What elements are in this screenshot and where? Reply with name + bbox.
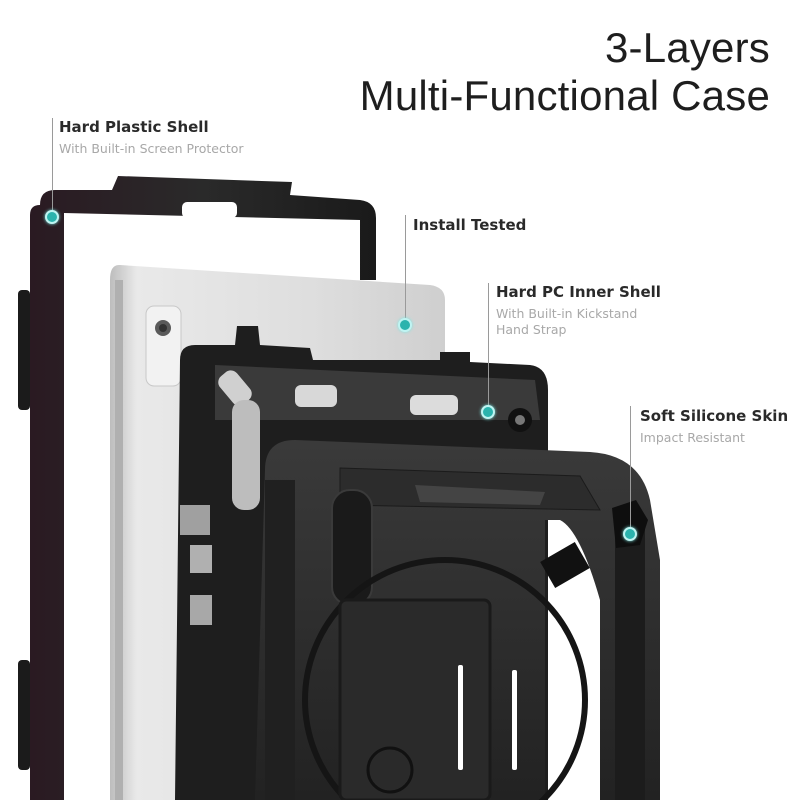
callout-subtext: Hand Strap (496, 322, 567, 337)
callout-marker-icon (481, 405, 495, 419)
leader-line (405, 215, 406, 321)
callout-marker-icon (45, 210, 59, 224)
callout-subtext: With Built-in Screen Protector (59, 141, 244, 156)
callout-subtext: With Built-in Kickstand (496, 306, 638, 321)
leader-line (630, 406, 631, 530)
callout-label: Soft Silicone Skin (640, 407, 789, 425)
leader-line (488, 283, 489, 408)
hard-plastic-shell-layer (18, 176, 376, 800)
callout-subtext: Impact Resistant (640, 430, 745, 445)
callout-marker-icon (623, 527, 637, 541)
headline-line-1: 3-Layers (604, 24, 770, 71)
soft-silicone-skin-layer (255, 440, 660, 800)
headline: 3-Layers Multi-Functional Case (360, 24, 770, 120)
callout-label: Hard Plastic Shell (59, 118, 209, 136)
callout-marker-icon (398, 318, 412, 332)
headline-line-2: Multi-Functional Case (359, 72, 770, 119)
callout-label: Install Tested (413, 216, 527, 234)
leader-line (52, 118, 53, 213)
callout-label: Hard PC Inner Shell (496, 283, 661, 301)
